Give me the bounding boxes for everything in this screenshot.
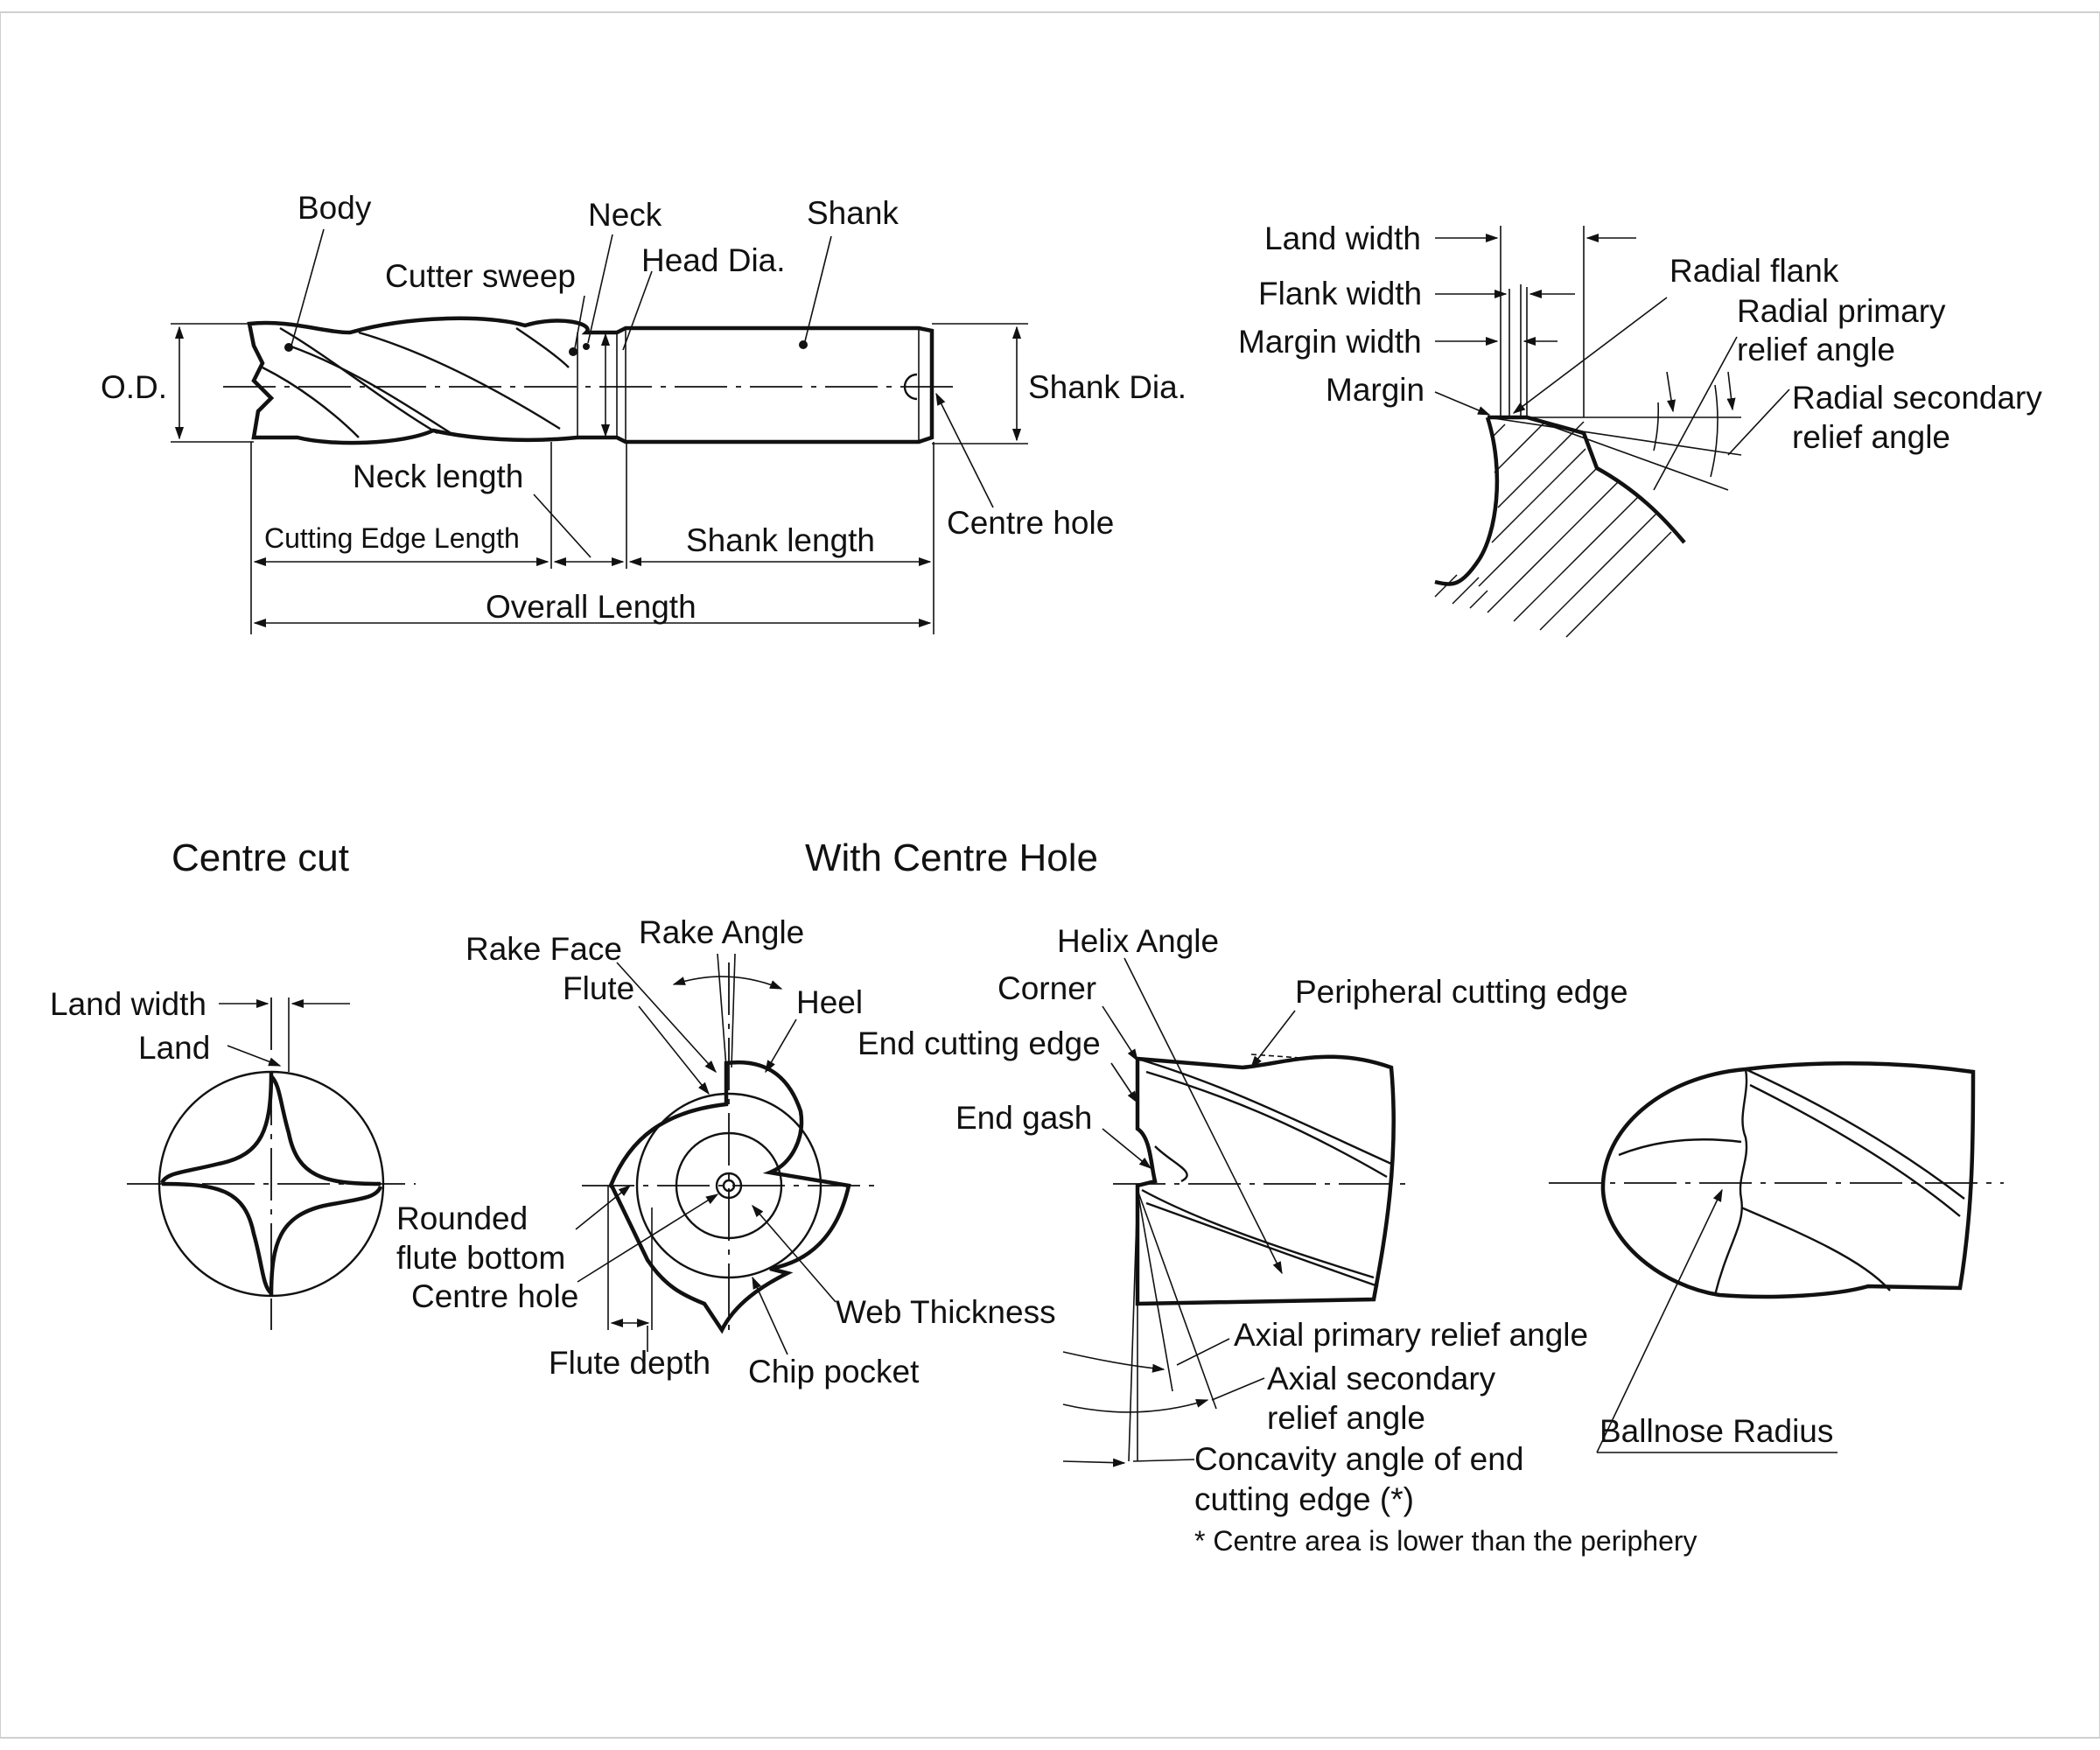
overall-length-label: Overall Length [486,589,696,625]
neck-length-label: Neck length [353,458,523,494]
centre-hole-end-view: Rake Face Rake Angle Flute Heel Rounded … [396,914,1056,1390]
cutter-sweep-label: Cutter sweep [385,258,576,294]
concavity-label-1: Concavity angle of end [1194,1441,1523,1477]
end-detail-outline [1135,1054,1396,1306]
centre-hole-mark [903,373,918,401]
chip-pocket-label: Chip pocket [748,1354,920,1390]
neck-leader [587,234,613,344]
web-thickness-leader [752,1204,836,1303]
od-label: O.D. [101,369,167,405]
head-dia-leader [622,270,653,351]
rounded-label-1: Rounded [396,1200,528,1236]
shank-label: Shank [807,195,899,231]
ballnose-radius-label: Ballnose Radius [1600,1413,1833,1449]
radial-section: Land width Flank width Margin width Marg… [1238,220,2042,638]
flute-depth-label: Flute depth [549,1345,710,1381]
helix-angle-leader [1124,957,1283,1275]
axial-secondary-label-2: relief angle [1267,1400,1425,1436]
centre-cut-end-view: Land width Land [50,986,416,1330]
end-gash-leader [1102,1128,1152,1169]
land-width-end-label: Land width [50,986,206,1022]
peripheral-leader [1250,1010,1296,1069]
body-label: Body [298,190,372,226]
cutting-edge-length-label: Cutting Edge Length [264,522,520,554]
page-frame [0,11,2100,1739]
centre-hole-leader [935,392,994,508]
land-width-label: Land width [1264,220,1421,256]
margin-leader [1434,391,1491,416]
rounded-label-2: flute bottom [396,1240,565,1276]
ballnose-leader [1596,1188,1723,1453]
cutter-outline [247,316,934,445]
rake-angle-label: Rake Angle [639,914,804,950]
radial-primary-label-2: relief angle [1737,332,1895,368]
flute-label: Flute [563,970,634,1006]
flute-curve-5 [262,366,360,438]
rake-face-label: Rake Face [466,931,622,967]
centre-cut-heading: Centre cut [172,836,349,879]
flank-width-label: Flank width [1258,276,1422,312]
shank-leader [804,235,832,342]
rounded-flute-leader [575,1185,632,1230]
neck-label: Neck [588,197,662,233]
end-cutting-edge-leader [1110,1062,1138,1104]
centre-hole-end-label: Centre hole [411,1278,578,1314]
heel-label: Heel [796,984,863,1020]
end-cutting-edge-label: End cutting edge [858,1026,1101,1061]
radial-primary-leader [1653,336,1738,491]
radial-flank-leader [1512,297,1668,414]
margin-width-label: Margin width [1238,324,1422,360]
ballnose-view: Ballnose Radius [1549,1060,2004,1453]
shank-length-label: Shank length [686,522,875,558]
neck-dot [583,343,590,350]
helix-angle-label: Helix Angle [1057,923,1219,959]
tooth-profile [1434,415,1686,586]
radial-secondary-label-1: Radial secondary [1792,380,2042,416]
radial-secondary-leader [1727,388,1790,456]
chip-pocket-leader [752,1276,788,1355]
head-dia-label: Head Dia. [641,242,786,278]
cutter-sweep-leader [574,295,585,349]
with-centre-hole-heading: With Centre Hole [805,836,1098,879]
end-gash-label: End gash [956,1100,1092,1136]
neck-length-leader [533,494,592,558]
ballnose-outline [1600,1060,1976,1299]
corner-leader [1102,1005,1138,1062]
side-view: Body Neck Shank Cutter sweep Head Dia. O… [101,190,1186,634]
rake-face-leader [616,962,717,1074]
flute-curve-3 [358,331,561,430]
hatching [1434,421,1672,638]
web-thickness-label: Web Thickness [836,1294,1056,1330]
corner-label: Corner [998,970,1096,1006]
axial-primary-label: Axial primary relief angle [1234,1317,1588,1353]
end-detail-view: Helix Angle Corner Peripheral cutting ed… [858,923,1698,1557]
flute-curve-1 [279,326,438,435]
radial-secondary-label-2: relief angle [1792,419,1950,455]
heel-leader [765,1018,797,1074]
footnote: * Centre area is lower than the peripher… [1194,1525,1698,1557]
body-leader [290,228,325,346]
centre-hole-side-label: Centre hole [947,505,1114,541]
land-leader [227,1045,282,1067]
concavity-label-2: cutting edge (*) [1194,1481,1414,1517]
flute-leader [638,1005,710,1096]
radial-primary-label-1: Radial primary [1737,293,1946,329]
peripheral-cutting-edge-label: Peripheral cutting edge [1295,974,1628,1010]
flute-curve-4 [515,327,570,368]
cutter-sweep-dot [569,347,578,356]
centre-hole-leader-end [577,1194,719,1283]
radial-flank-label: Radial flank [1670,253,1839,289]
shank-dot [799,340,808,349]
axial-secondary-label-1: Axial secondary [1267,1361,1496,1396]
margin-label: Margin [1326,372,1424,408]
land-label: Land [138,1030,210,1066]
shank-dia-label: Shank Dia. [1028,369,1186,405]
